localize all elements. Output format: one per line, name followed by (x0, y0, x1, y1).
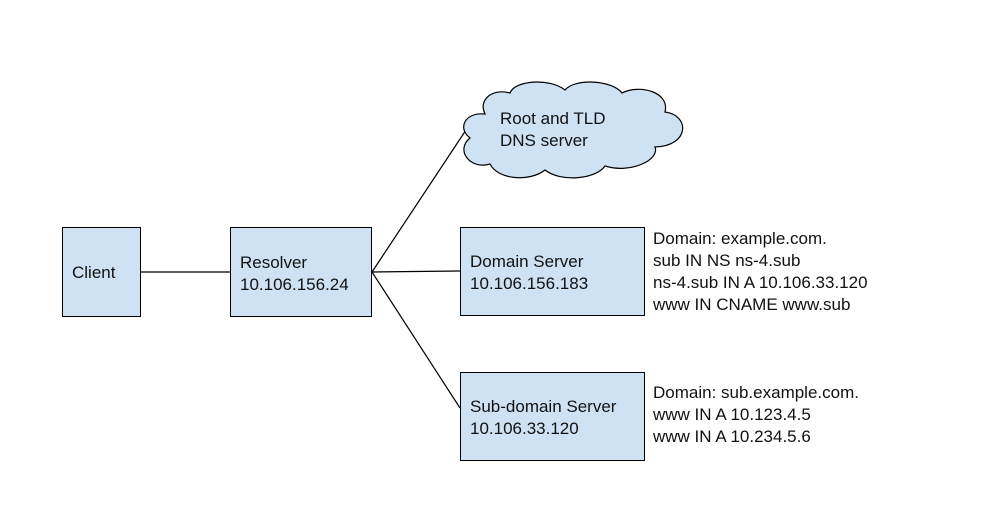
domain-record: www IN CNAME www.sub (653, 295, 851, 314)
subdomain-record: www IN A 10.234.5.6 (653, 427, 811, 446)
subdomain-server-records: Domain: sub.example.com. www IN A 10.123… (653, 382, 859, 448)
connector-resolver-root (371, 129, 467, 273)
connector-resolver-subdomain-server (371, 271, 461, 409)
root-tld-cloud-shape (463, 81, 684, 179)
domain-record: ns-4.sub IN A 10.106.33.120 (653, 273, 868, 292)
root-tld-label: Root and TLD DNS server (500, 108, 606, 152)
domain-server-node: Domain Server 10.106.156.183 (460, 227, 645, 316)
client-label: Client (72, 263, 116, 282)
subdomain-server-ip: 10.106.33.120 (470, 419, 579, 438)
domain-server-ip: 10.106.156.183 (470, 274, 589, 293)
domain-server-records: Domain: example.com. sub IN NS ns-4.sub … (653, 228, 868, 316)
domain-record: Domain: example.com. (653, 229, 827, 248)
connector-resolver-domain-server (371, 270, 461, 273)
root-tld-line-2: DNS server (500, 131, 588, 150)
resolver-label: Resolver (240, 253, 308, 272)
root-tld-line-1: Root and TLD (500, 109, 606, 128)
domain-server-label: Domain Server (470, 252, 584, 271)
resolver-ip: 10.106.156.24 (240, 275, 349, 294)
subdomain-record: Domain: sub.example.com. (653, 383, 859, 402)
subdomain-record: www IN A 10.123.4.5 (653, 405, 811, 424)
subdomain-server-label: Sub-domain Server (470, 397, 617, 416)
client-node: Client (62, 227, 141, 317)
resolver-node: Resolver 10.106.156.24 (230, 227, 372, 317)
subdomain-server-node: Sub-domain Server 10.106.33.120 (460, 372, 645, 461)
domain-record: sub IN NS ns-4.sub (653, 251, 801, 270)
